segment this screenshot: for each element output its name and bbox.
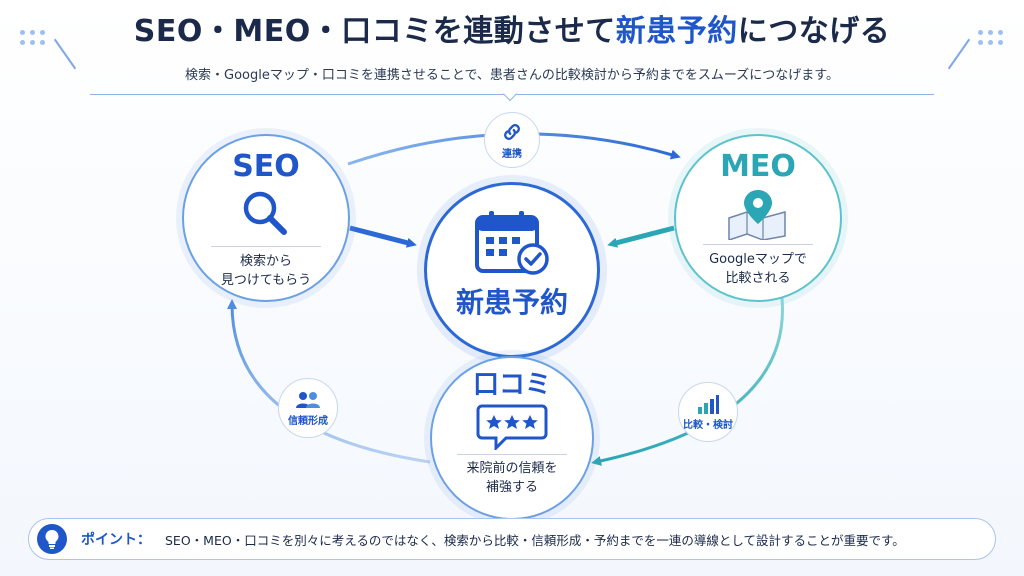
arrow-kuchikomi-to-seo [227, 299, 431, 464]
meo-desc-line2: 比較される [725, 270, 791, 286]
people-icon [296, 391, 320, 408]
seo-desc-line1: 検索から [239, 254, 292, 269]
kuchikomi-desc-line1: 来院前の信頼を [466, 461, 558, 476]
link-renkei-label: 連携 [502, 148, 522, 160]
seo-divider [211, 246, 321, 247]
kuchikomi-title: 口コミ [472, 370, 551, 400]
page-title: SEO・MEO・口コミを連動させて新患予約につなげる [0, 6, 1024, 50]
meo-node: MEO Googleマップで 比較される [674, 134, 842, 302]
meo-title: MEO [720, 149, 796, 184]
kuchikomi-divider [457, 454, 567, 455]
lightbulb-icon [37, 524, 67, 554]
map-pin-icon [728, 190, 786, 240]
kuchikomi-desc: 来院前の信頼を 補強する [466, 460, 557, 498]
center-title: 新患予約 [455, 286, 568, 319]
link-hikaku: 比較・検討 [678, 382, 738, 442]
meo-divider [703, 244, 813, 245]
kuchikomi-desc-line2: 補強する [485, 479, 538, 495]
link-renkei: 連携 [484, 112, 540, 168]
page-subtitle: 検索・Googleマップ・口コミを連携させることで、患者さんの比較検討から予約ま… [185, 68, 839, 83]
link-icon [504, 123, 520, 140]
link-shinrai: 信頼形成 [278, 378, 338, 438]
calendar-check-icon [475, 211, 549, 275]
arrow-seo-to-center [349, 225, 417, 248]
point-label: ポイント： [81, 532, 151, 548]
arrow-meo-to-kuchikomi [591, 297, 784, 466]
point-text: SEO・MEO・口コミを別々に考えるのではなく、検索から比較・信頼形成・予約まで… [165, 532, 905, 548]
title-part1: SEO・MEO・口コミを連動させて [133, 14, 616, 49]
seo-node: SEO 検索から 見つけてもらう [182, 134, 350, 302]
kuchikomi-node: 口コミ 来院前の信頼を 補強する [430, 356, 594, 520]
decorative-dots-left [20, 30, 48, 48]
point-bar: ポイント： SEO・MEO・口コミを別々に考えるのではなく、検索から比較・信頼形… [28, 518, 996, 560]
meo-desc: Googleマップで 比較される [709, 251, 807, 289]
meo-desc-line1: Googleマップで [709, 252, 807, 267]
search-icon [243, 191, 287, 235]
seo-desc: 検索から 見つけてもらう [221, 253, 311, 291]
link-hikaku-label: 比較・検討 [683, 419, 733, 431]
arrow-meo-to-center [607, 225, 675, 248]
title-part2: につなげる [737, 14, 891, 49]
center-node: 新患予約 [424, 182, 600, 358]
decorative-dots-right [978, 30, 1006, 48]
seo-title: SEO [232, 149, 300, 184]
title-accent: 新患予約 [615, 14, 738, 49]
review-stars-icon [476, 404, 548, 450]
seo-desc-line2: 見つけてもらう [220, 272, 312, 288]
bar-chart-icon [698, 394, 719, 414]
link-shinrai-label: 信頼形成 [288, 415, 328, 427]
